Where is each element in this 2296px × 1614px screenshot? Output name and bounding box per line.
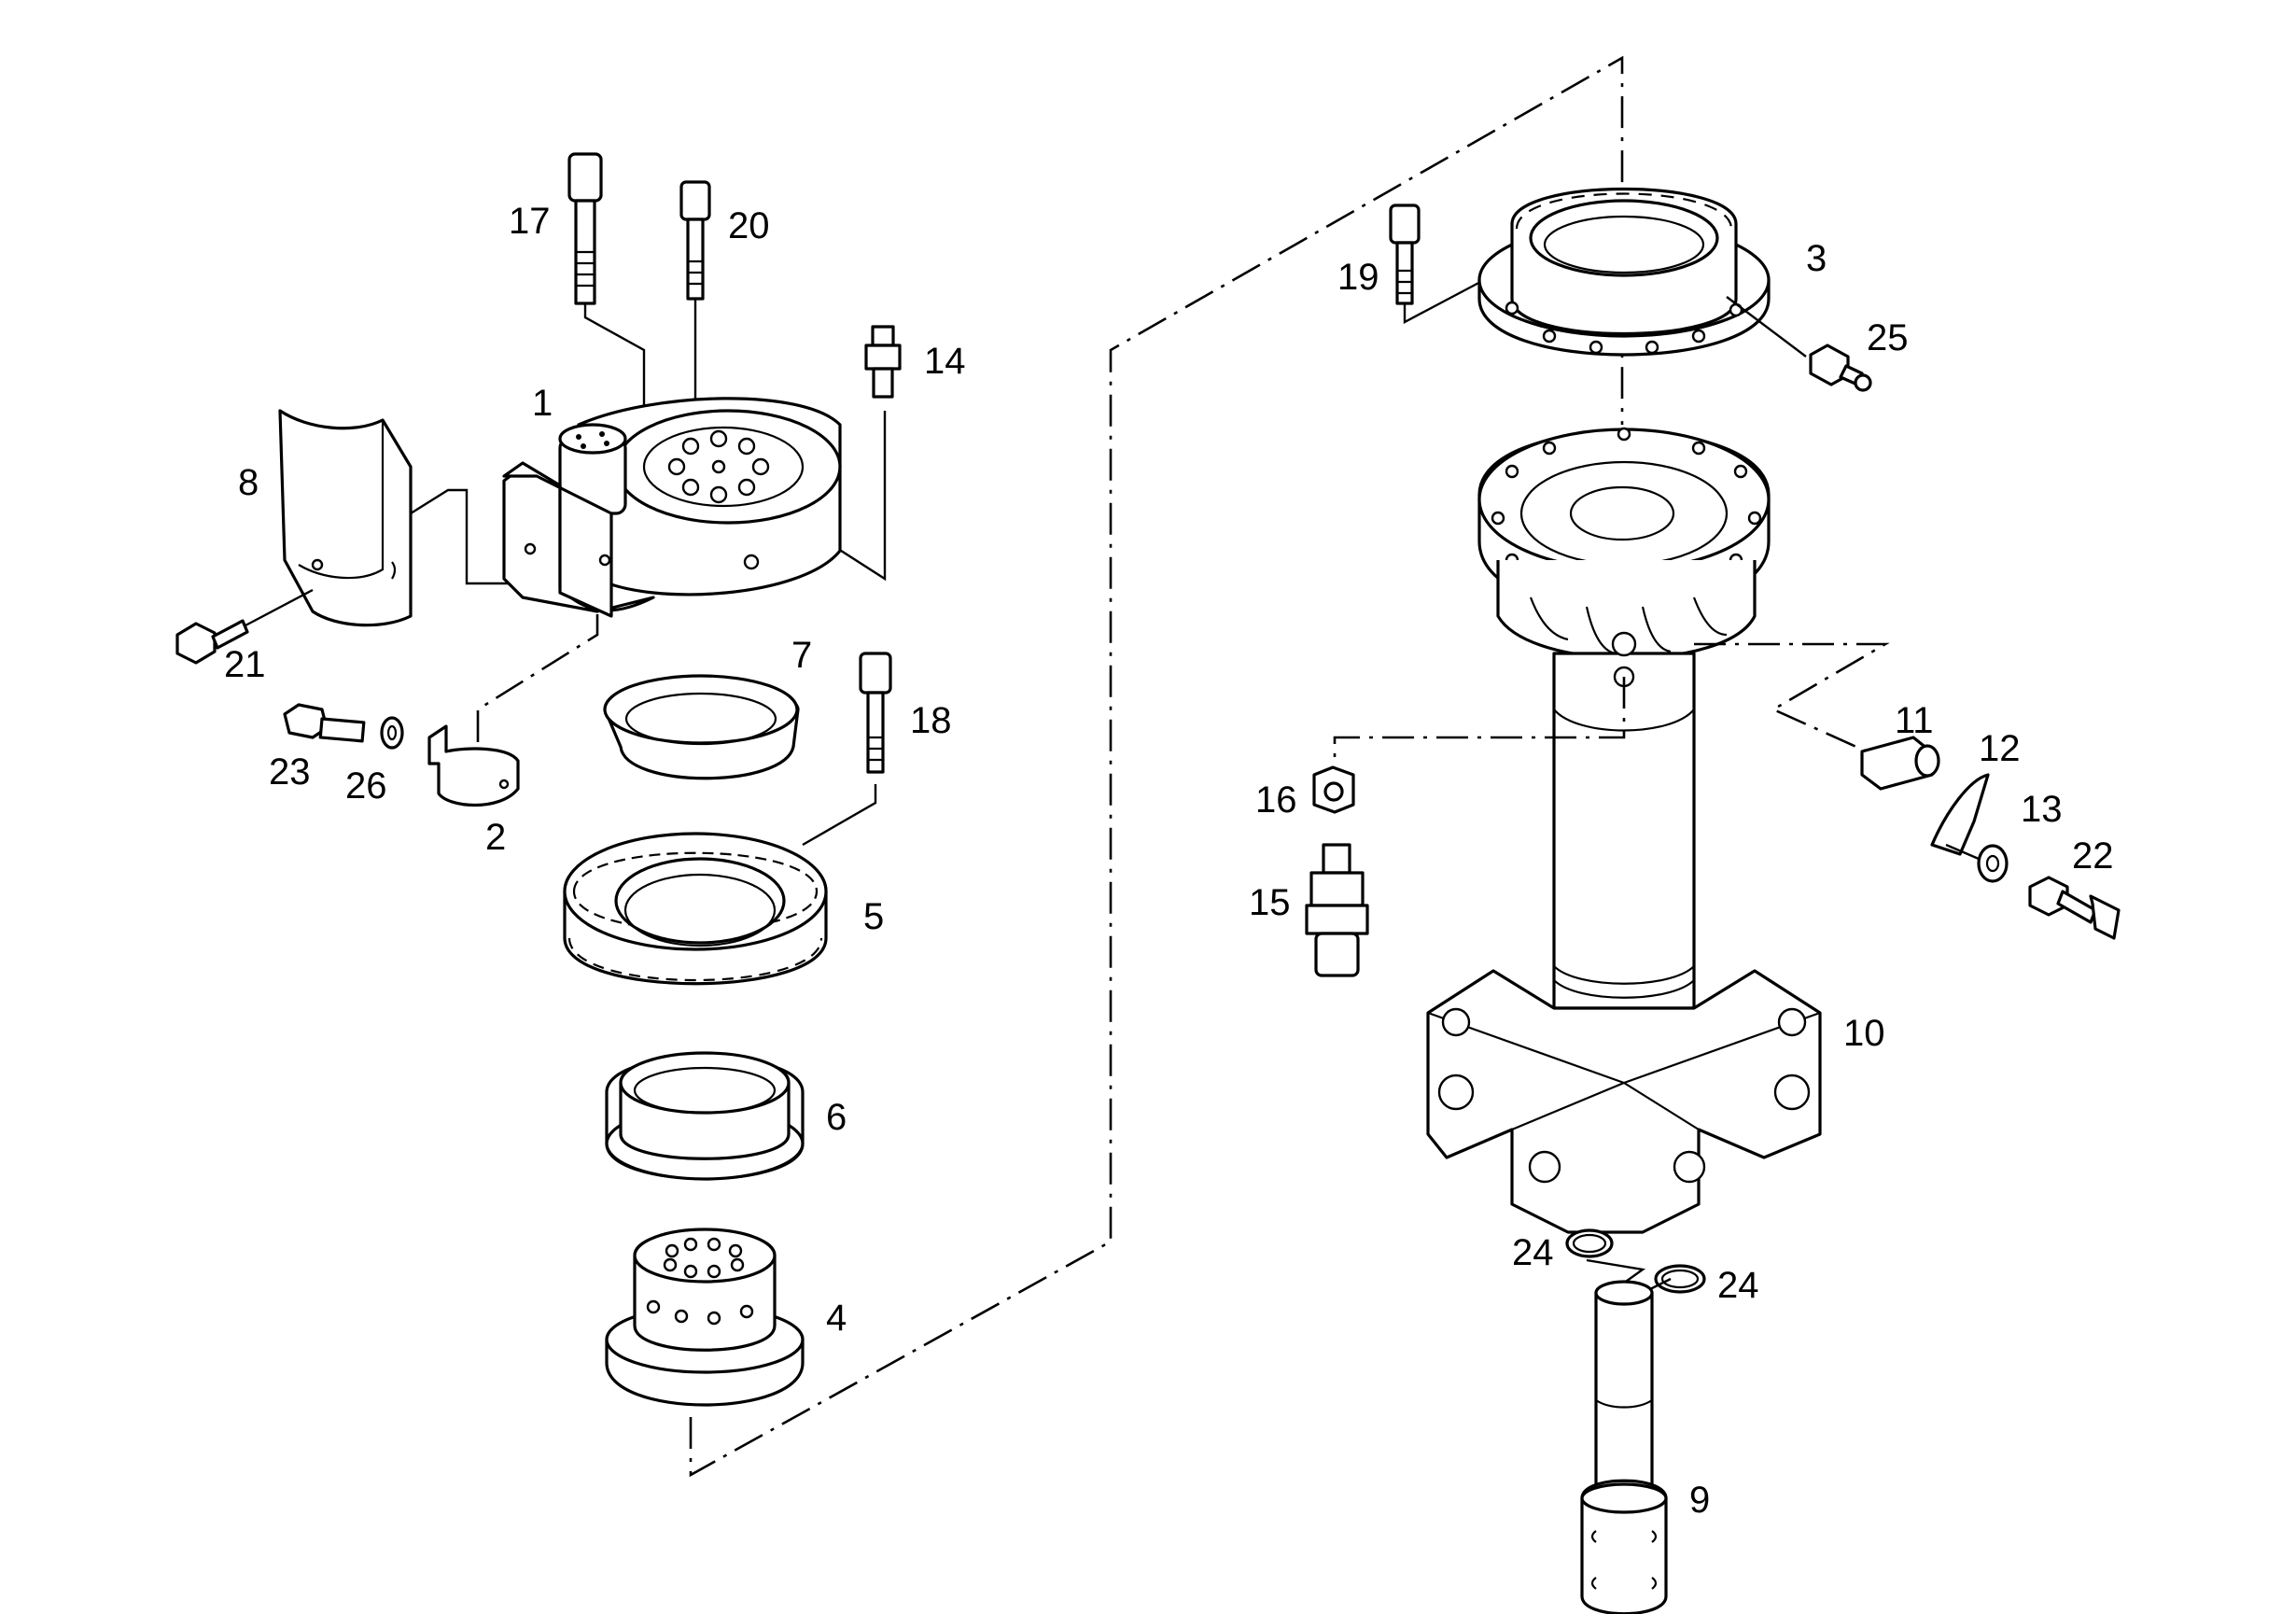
part-21-bolt bbox=[175, 619, 249, 665]
callout-3: 3 bbox=[1806, 238, 1827, 279]
part-24-o-ring-right bbox=[1654, 1264, 1706, 1294]
part-1-motor-housing bbox=[502, 397, 842, 618]
callout-26: 26 bbox=[345, 765, 387, 807]
part-13-washer bbox=[1977, 844, 2009, 883]
part-14-fitting bbox=[864, 325, 902, 399]
part-2-clamp bbox=[427, 724, 520, 807]
callout-2: 2 bbox=[485, 817, 506, 858]
callout-13: 13 bbox=[2021, 789, 2063, 830]
callout-4: 4 bbox=[826, 1298, 847, 1339]
callout-11: 11 bbox=[1895, 700, 1934, 741]
callout-5: 5 bbox=[863, 896, 884, 937]
part-22-bolt bbox=[2028, 876, 2121, 940]
callout-12: 12 bbox=[1979, 728, 2021, 769]
part-15-bolt-assembly bbox=[1305, 843, 1369, 977]
callout-23: 23 bbox=[269, 751, 311, 793]
callout-25: 25 bbox=[1867, 317, 1909, 358]
part-3-ring-flange bbox=[1477, 188, 1771, 357]
callout-1: 1 bbox=[532, 383, 553, 424]
part-10-column bbox=[1426, 427, 1822, 1234]
part-17-bolt bbox=[567, 152, 603, 305]
callout-8: 8 bbox=[238, 462, 259, 503]
part-7-bearing-ring bbox=[603, 674, 800, 780]
callout-16: 16 bbox=[1255, 779, 1297, 821]
part-8-cover bbox=[278, 409, 413, 627]
callout-10: 10 bbox=[1843, 1013, 1885, 1054]
callout-7: 7 bbox=[791, 635, 812, 676]
callout-20: 20 bbox=[728, 205, 770, 246]
callout-24-left: 24 bbox=[1512, 1232, 1554, 1273]
part-5-gear bbox=[563, 832, 828, 986]
part-4-hub bbox=[605, 1228, 805, 1407]
part-6-bearing bbox=[605, 1051, 805, 1181]
assembly-centerline bbox=[689, 55, 1624, 1478]
part-20-bolt bbox=[679, 180, 711, 301]
part-25-fitting bbox=[1809, 344, 1872, 392]
part-23-bolt bbox=[283, 703, 366, 743]
callout-17: 17 bbox=[509, 201, 551, 242]
callout-15: 15 bbox=[1249, 882, 1291, 923]
callout-9: 9 bbox=[1689, 1480, 1710, 1521]
callout-18: 18 bbox=[910, 700, 952, 741]
callout-21: 21 bbox=[224, 644, 266, 685]
part-26-washer bbox=[380, 716, 404, 750]
callout-22: 22 bbox=[2072, 835, 2114, 877]
callout-24-right: 24 bbox=[1717, 1265, 1759, 1306]
part-18-bolt bbox=[859, 652, 892, 774]
part-12-plate bbox=[1930, 773, 1990, 856]
part-24-o-ring-left bbox=[1565, 1228, 1614, 1258]
callout-6: 6 bbox=[826, 1097, 847, 1138]
callout-14: 14 bbox=[924, 341, 966, 382]
part-19-bolt bbox=[1389, 204, 1421, 305]
part-9-shaft bbox=[1580, 1280, 1668, 1614]
part-11-pin bbox=[1860, 736, 1940, 791]
callout-19: 19 bbox=[1337, 257, 1379, 298]
part-16-nut bbox=[1312, 765, 1355, 814]
